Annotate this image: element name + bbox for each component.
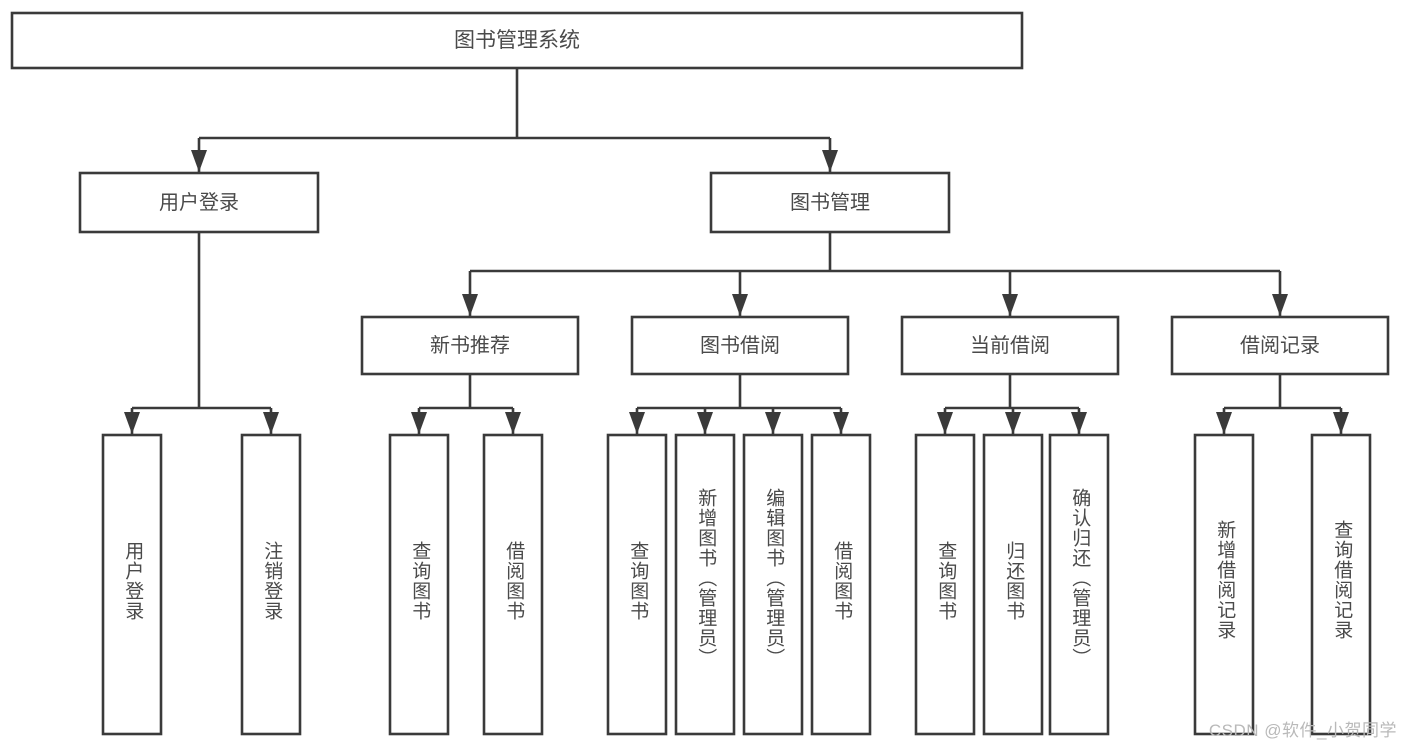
node-box-borrow[interactable] bbox=[630, 315, 850, 376]
node-box-login-2[interactable] bbox=[240, 433, 302, 736]
node-box-records-2[interactable] bbox=[1310, 433, 1372, 736]
arrow-head-icon bbox=[822, 150, 838, 172]
node-box-newbook-1[interactable] bbox=[388, 433, 450, 736]
node-box-current-1[interactable] bbox=[914, 433, 976, 736]
arrow-head-icon bbox=[411, 412, 427, 434]
node-box-newbook[interactable] bbox=[360, 315, 580, 376]
node-label-records: 借阅记录 bbox=[1240, 334, 1320, 357]
node-box-login[interactable] bbox=[78, 171, 320, 234]
arrow-head-icon bbox=[1002, 294, 1018, 316]
connector-layer bbox=[124, 68, 1349, 434]
node-label-bookmgmt: 图书管理 bbox=[790, 191, 870, 214]
arrow-head-icon bbox=[732, 294, 748, 316]
csdn-watermark: CSDN @软件_小贺同学 bbox=[1208, 721, 1397, 740]
arrow-head-icon bbox=[191, 150, 207, 172]
node-box-records-1[interactable] bbox=[1193, 433, 1255, 736]
node-box-layer bbox=[10, 11, 1390, 736]
node-label-root: 图书管理系统 bbox=[454, 29, 580, 52]
node-box-borrow-4[interactable] bbox=[810, 433, 872, 736]
arrow-head-icon bbox=[1216, 412, 1232, 434]
arrow-head-icon bbox=[629, 412, 645, 434]
arrow-head-icon bbox=[1333, 412, 1349, 434]
node-box-current[interactable] bbox=[900, 315, 1120, 376]
node-box-current-2[interactable] bbox=[982, 433, 1044, 736]
arrow-head-icon bbox=[765, 412, 781, 434]
node-box-borrow-3[interactable] bbox=[742, 433, 804, 736]
arrow-head-icon bbox=[1071, 412, 1087, 434]
node-box-newbook-2[interactable] bbox=[482, 433, 544, 736]
node-box-login-1[interactable] bbox=[101, 433, 163, 736]
arrow-head-icon bbox=[505, 412, 521, 434]
arrow-head-icon bbox=[937, 412, 953, 434]
node-label-login: 用户登录 bbox=[159, 191, 239, 214]
node-box-root[interactable] bbox=[10, 11, 1024, 70]
arrow-head-icon bbox=[263, 412, 279, 434]
node-box-bookmgmt[interactable] bbox=[709, 171, 951, 234]
node-box-records[interactable] bbox=[1170, 315, 1390, 376]
node-box-current-3[interactable] bbox=[1048, 433, 1110, 736]
arrow-head-icon bbox=[697, 412, 713, 434]
arrow-head-icon bbox=[462, 294, 478, 316]
arrow-head-icon bbox=[1005, 412, 1021, 434]
node-box-borrow-2[interactable] bbox=[674, 433, 736, 736]
node-label-newbook: 新书推荐 bbox=[430, 334, 510, 357]
arrow-head-icon bbox=[833, 412, 849, 434]
node-box-borrow-1[interactable] bbox=[606, 433, 668, 736]
node-label-current: 当前借阅 bbox=[970, 334, 1050, 357]
node-label-borrow: 图书借阅 bbox=[700, 334, 780, 357]
arrow-head-icon bbox=[124, 412, 140, 434]
arrow-head-icon bbox=[1272, 294, 1288, 316]
